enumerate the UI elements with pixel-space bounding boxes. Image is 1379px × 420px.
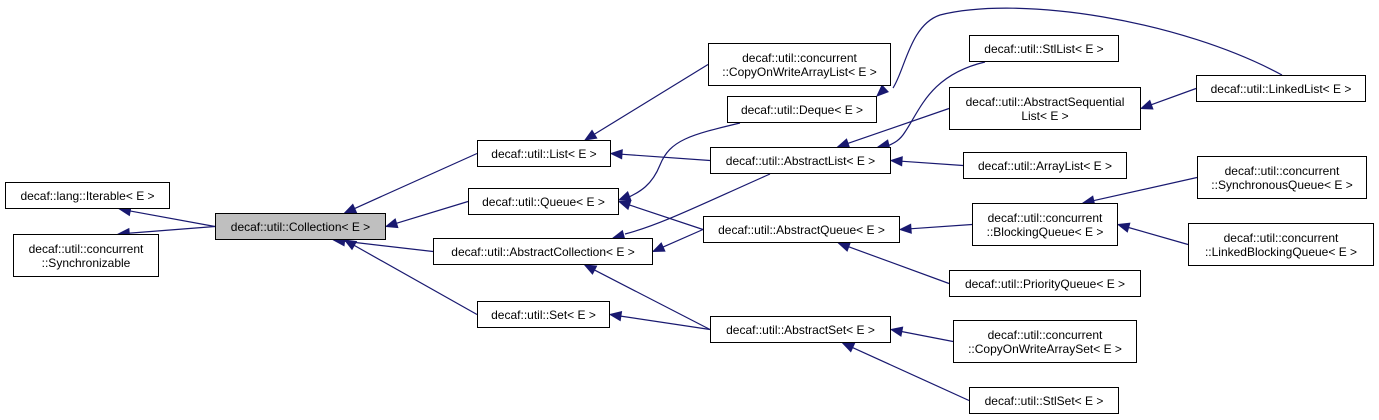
node-label: decaf::util::StlList< E > (984, 41, 1104, 56)
edge-collection-to-synchronizable (128, 225, 216, 234)
node-iterable[interactable]: decaf::lang::Iterable< E > (5, 182, 170, 209)
edge-list-to-collection (353, 152, 478, 210)
edge-linkedlist-to-abstractsequentiallist (1150, 87, 1197, 106)
arrowhead-icon (343, 203, 358, 214)
arrowhead-icon (837, 242, 851, 252)
node-label: ::LinkedBlockingQueue< E > (1204, 244, 1358, 259)
node-label: ::SynchronousQueue< E > (1211, 177, 1353, 192)
node-label: decaf::util::List< E > (491, 146, 597, 161)
node-label: decaf::util::AbstractQueue< E > (718, 222, 885, 237)
arrowhead-icon (889, 326, 904, 337)
node-priority-queue[interactable]: decaf::util::PriorityQueue< E > (949, 270, 1141, 297)
arrowhead-icon (617, 191, 632, 201)
node-label: decaf::util::AbstractSequential (965, 94, 1125, 109)
node-label: decaf::util::Deque< E > (740, 102, 864, 117)
node-label: decaf::util::concurrent (987, 327, 1103, 342)
arrowhead-icon (608, 311, 623, 322)
node-linked-blocking-queue[interactable]: decaf::util::concurrent ::LinkedBlocking… (1188, 223, 1374, 266)
node-synchronous-queue[interactable]: decaf::util::concurrent ::SynchronousQue… (1197, 156, 1367, 199)
arrowhead-icon (1139, 99, 1154, 110)
node-label: decaf::util::concurrent (742, 50, 857, 65)
node-queue[interactable]: decaf::util::Queue< E > (468, 188, 619, 215)
node-label: ::BlockingQueue< E > (986, 224, 1104, 239)
node-label: decaf::util::LinkedList< E > (1210, 81, 1352, 96)
edge-abstractlist-to-list (620, 153, 711, 162)
arrowhead-icon (876, 84, 889, 97)
edge-linkedblockingqueue-to-blockingqueue (1127, 226, 1189, 246)
node-stl-list[interactable]: decaf::util::StlList< E > (969, 35, 1119, 62)
arrowhead-icon (651, 242, 666, 253)
node-array-list[interactable]: decaf::util::ArrayList< E > (963, 152, 1127, 179)
edge-deque-to-queue (626, 122, 741, 199)
edge-collection-to-iterable (129, 210, 216, 228)
edge-copyonwritearrayset-to-abstractset (900, 330, 954, 343)
edge-abstractqueue-to-queue (628, 204, 704, 231)
node-label: decaf::util::concurrent (1224, 163, 1340, 178)
node-label: decaf::util::Queue< E > (482, 194, 605, 209)
node-label: decaf::util::Collection< E > (230, 219, 371, 234)
node-stl-set[interactable]: decaf::util::StlSet< E > (969, 387, 1119, 414)
node-label: decaf::util::concurrent (1223, 230, 1339, 245)
node-copy-on-write-array-set[interactable]: decaf::util::concurrent ::CopyOnWriteArr… (953, 320, 1137, 363)
edge-linkedlist-to-deque (892, 7, 1283, 89)
node-label: decaf::util::ArrayList< E > (977, 158, 1113, 173)
node-copy-on-write-array-list[interactable]: decaf::util::concurrent ::CopyOnWriteArr… (708, 43, 891, 86)
node-abstract-sequential-list[interactable]: decaf::util::AbstractSequential List< E … (949, 87, 1141, 130)
node-blocking-queue[interactable]: decaf::util::concurrent ::BlockingQueue<… (972, 203, 1118, 246)
edge-abstractsequentiallist-to-abstractlist (846, 107, 950, 145)
node-collection-current: decaf::util::Collection< E > (215, 213, 386, 240)
node-label: ::CopyOnWriteArraySet< E > (968, 341, 1122, 356)
edge-arraylist-to-abstractlist (900, 160, 964, 167)
node-label: decaf::lang::Iterable< E > (20, 188, 155, 203)
edge-abstractset-to-abstractcollection (593, 269, 711, 331)
node-label: List< E > (1021, 108, 1069, 123)
edge-stllist-to-abstractlist (884, 61, 986, 148)
node-abstract-list[interactable]: decaf::util::AbstractList< E > (710, 147, 891, 174)
node-label: decaf::util::PriorityQueue< E > (964, 276, 1126, 291)
arrowhead-icon (343, 239, 358, 251)
edge-priorityqueue-to-abstractqueue (847, 245, 950, 285)
node-abstract-queue[interactable]: decaf::util::AbstractQueue< E > (703, 216, 900, 243)
node-label: decaf::util::AbstractCollection< E > (451, 244, 635, 259)
node-list[interactable]: decaf::util::List< E > (477, 140, 611, 167)
edge-copyonwritearraylist-to-list (593, 63, 709, 136)
arrowhead-icon (583, 264, 598, 275)
arrowhead-icon (583, 129, 598, 141)
node-abstract-set[interactable]: decaf::util::AbstractSet< E > (710, 316, 891, 343)
edge-synchronousqueue-to-blockingqueue (1092, 176, 1198, 202)
node-label: decaf::util::Set< E > (491, 307, 596, 322)
node-label: decaf::util::concurrent (987, 210, 1103, 225)
edge-abstractcollection-to-collection (343, 240, 434, 253)
edge-stlset-to-abstractset (851, 346, 970, 402)
edge-abstractqueue-to-abstractcollection (661, 228, 704, 249)
arrowhead-icon (617, 200, 632, 211)
node-linked-list[interactable]: decaf::util::LinkedList< E > (1196, 75, 1366, 102)
edge-set-to-collection (353, 244, 478, 316)
arrowhead-icon (1116, 222, 1131, 233)
node-label: ::CopyOnWriteArrayList< E > (722, 64, 877, 79)
arrowhead-icon (841, 342, 856, 353)
node-label: ::Synchronizable (41, 255, 131, 270)
arrowhead-icon (898, 223, 912, 234)
node-abstract-collection[interactable]: decaf::util::AbstractCollection< E > (433, 238, 653, 265)
node-label: decaf::util::StlSet< E > (984, 393, 1104, 408)
node-deque[interactable]: decaf::util::Deque< E > (727, 96, 877, 123)
node-label: decaf::util::concurrent (28, 241, 144, 256)
node-synchronizable[interactable]: decaf::util::concurrent ::Synchronizable (13, 234, 159, 277)
node-set[interactable]: decaf::util::Set< E > (477, 301, 610, 328)
edge-abstractlist-to-abstractcollection (624, 173, 771, 235)
arrowhead-icon (609, 149, 623, 160)
arrowhead-icon (889, 156, 903, 167)
edge-abstractset-to-set (619, 315, 711, 331)
edge-queue-to-collection (395, 200, 469, 225)
arrowhead-icon (384, 218, 399, 229)
node-label: decaf::util::AbstractList< E > (725, 153, 876, 168)
edge-blockingqueue-to-abstractqueue (909, 223, 973, 230)
node-label: decaf::util::AbstractSet< E > (726, 322, 875, 337)
